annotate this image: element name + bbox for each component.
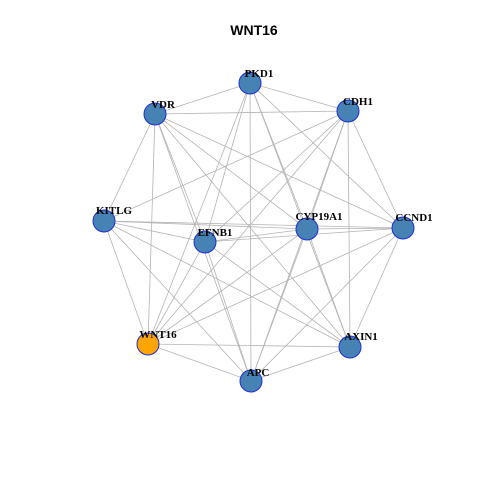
edge-vdr-cyp19a1: [154, 113, 308, 230]
node-label-cyp19a1: CYP19A1: [295, 211, 342, 223]
edge-wnt16-apc: [147, 343, 252, 382]
node-label-pkd1: PKD1: [245, 68, 274, 80]
node-efnb1: [193, 230, 217, 254]
edge-kitlg-axin1: [103, 220, 351, 348]
diagram-title: WNT16: [230, 22, 278, 38]
edge-kitlg-wnt16: [103, 220, 149, 345]
edge-cdh1-efnb1: [204, 110, 349, 243]
node-label-cdh1: CDH1: [343, 96, 373, 108]
edge-axin1-apc: [250, 346, 351, 382]
edge-wnt16-axin1: [147, 343, 351, 348]
edge-kitlg-efnb1: [103, 220, 206, 243]
node-axin1: [338, 335, 362, 359]
node-label-apc: APC: [247, 367, 270, 379]
edge-ccnd1-wnt16: [147, 227, 404, 345]
edge-vdr-efnb1: [154, 113, 206, 243]
edge-ccnd1-axin1: [349, 227, 404, 348]
node-label-wnt16: WNT16: [139, 329, 177, 341]
node-label-axin1: AXIN1: [344, 331, 378, 343]
nodes-layer: [92, 71, 415, 393]
node-vdr: [143, 102, 167, 126]
node-kitlg: [92, 209, 116, 233]
edge-efnb1-apc: [204, 241, 252, 382]
edge-efnb1-wnt16: [147, 241, 206, 345]
node-cdh1: [336, 99, 360, 123]
node-label-kitlg: KITLG: [96, 205, 133, 217]
edge-vdr-kitlg: [103, 113, 156, 222]
edge-kitlg-cyp19a1: [103, 220, 308, 230]
edge-vdr-ccnd1: [154, 113, 404, 229]
edge-cdh1-axin1: [347, 110, 351, 348]
edge-vdr-axin1: [154, 113, 351, 348]
edge-pkd1-axin1: [249, 82, 351, 348]
edge-ccnd1-apc: [250, 227, 404, 382]
node-label-ccnd1: CCND1: [395, 212, 432, 224]
edge-pkd1-efnb1: [204, 82, 251, 243]
edge-vdr-wnt16: [147, 113, 156, 345]
edge-efnb1-cyp19a1: [204, 228, 308, 243]
edge-pkd1-vdr: [154, 82, 251, 115]
edge-kitlg-ccnd1: [103, 220, 404, 229]
node-ccnd1: [391, 216, 415, 240]
edge-pkd1-ccnd1: [249, 82, 404, 229]
edge-pkd1-cdh1: [249, 82, 349, 112]
edge-cdh1-kitlg: [103, 110, 349, 222]
node-label-efnb1: EFNB1: [198, 227, 233, 239]
edge-pkd1-apc: [249, 82, 252, 382]
edge-cdh1-ccnd1: [347, 110, 404, 229]
edge-efnb1-axin1: [204, 241, 351, 348]
edges-layer: [103, 82, 404, 382]
node-cyp19a1: [295, 217, 319, 241]
node-label-vdr: VDR: [151, 99, 176, 111]
node-apc: [239, 369, 263, 393]
edge-kitlg-apc: [103, 220, 252, 382]
edge-cyp19a1-axin1: [306, 228, 351, 348]
edge-pkd1-wnt16: [147, 82, 251, 345]
node-wnt16: [136, 332, 160, 356]
edge-cyp19a1-apc: [250, 228, 308, 382]
edge-cyp19a1-ccnd1: [306, 227, 404, 230]
edge-cdh1-vdr: [154, 110, 349, 115]
edge-cyp19a1-wnt16: [147, 228, 308, 345]
node-pkd1: [238, 71, 262, 95]
